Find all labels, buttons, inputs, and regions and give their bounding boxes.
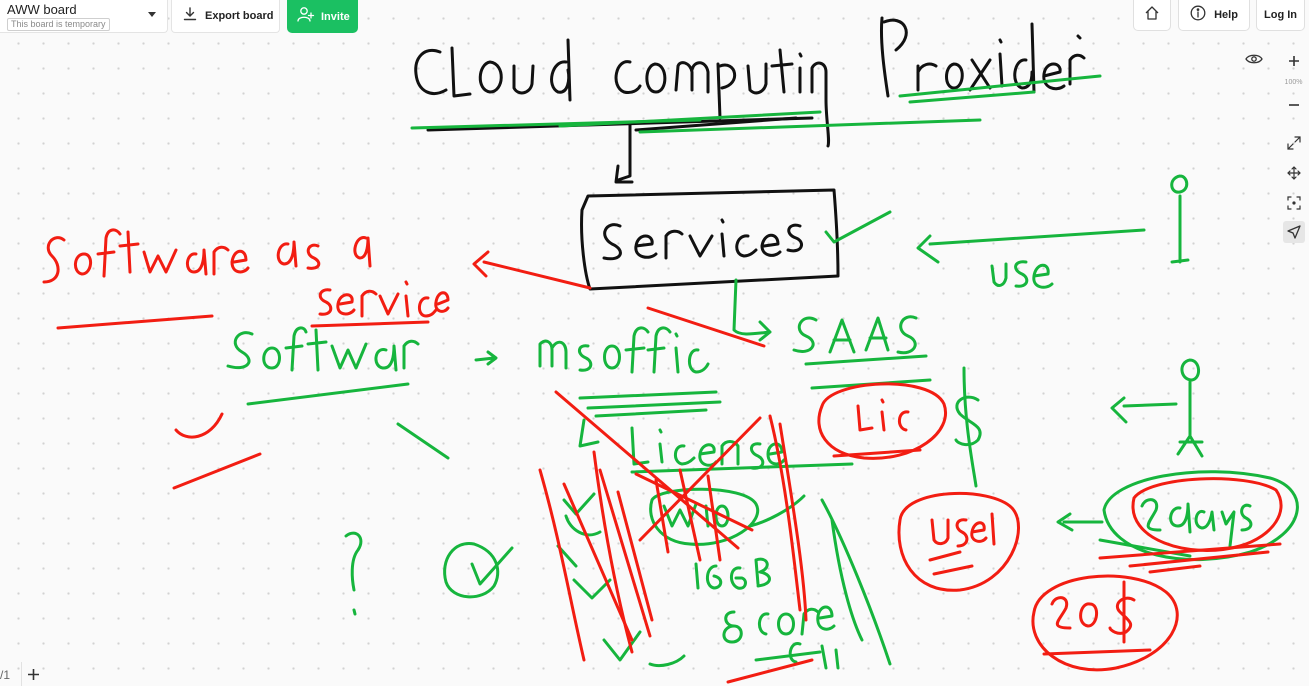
green-ink-strokes <box>226 74 1299 670</box>
eye-icon[interactable] <box>1243 48 1265 70</box>
export-board-button[interactable]: Export board <box>171 0 280 33</box>
add-page-button[interactable] <box>21 662 44 686</box>
help-button[interactable]: Help <box>1178 0 1250 31</box>
invite-button[interactable]: Invite <box>287 0 358 33</box>
board-menu[interactable]: AWW board This board is temporary <box>0 0 168 33</box>
invite-label: Invite <box>321 10 350 23</box>
plus-icon <box>1289 56 1299 66</box>
login-label: Log In <box>1264 9 1297 21</box>
home-button[interactable] <box>1133 0 1171 31</box>
move-icon[interactable] <box>1283 162 1305 184</box>
page-counter: /1 <box>0 668 11 682</box>
expand-icon[interactable] <box>1283 132 1305 154</box>
home-icon <box>1144 5 1160 26</box>
zoom-in-button[interactable] <box>1283 50 1305 72</box>
login-button[interactable]: Log In <box>1256 0 1305 31</box>
red-ink-strokes <box>42 228 1283 684</box>
plus-icon <box>27 668 39 680</box>
export-board-label: Export board <box>205 10 274 22</box>
zoom-out-button[interactable] <box>1283 94 1305 116</box>
zoom-level: 100% <box>1284 79 1303 86</box>
board-name: AWW board <box>7 2 77 17</box>
pointer-icon[interactable] <box>1283 221 1305 243</box>
chevron-down-icon[interactable] <box>148 12 156 17</box>
download-icon <box>183 6 197 26</box>
board-status-badge: This board is temporary <box>7 18 110 31</box>
add-user-icon <box>297 6 315 27</box>
minus-icon <box>1289 104 1299 106</box>
black-ink-strokes <box>414 16 1086 291</box>
help-label: Help <box>1214 9 1238 21</box>
fit-icon[interactable] <box>1283 192 1305 214</box>
info-icon <box>1190 5 1206 26</box>
